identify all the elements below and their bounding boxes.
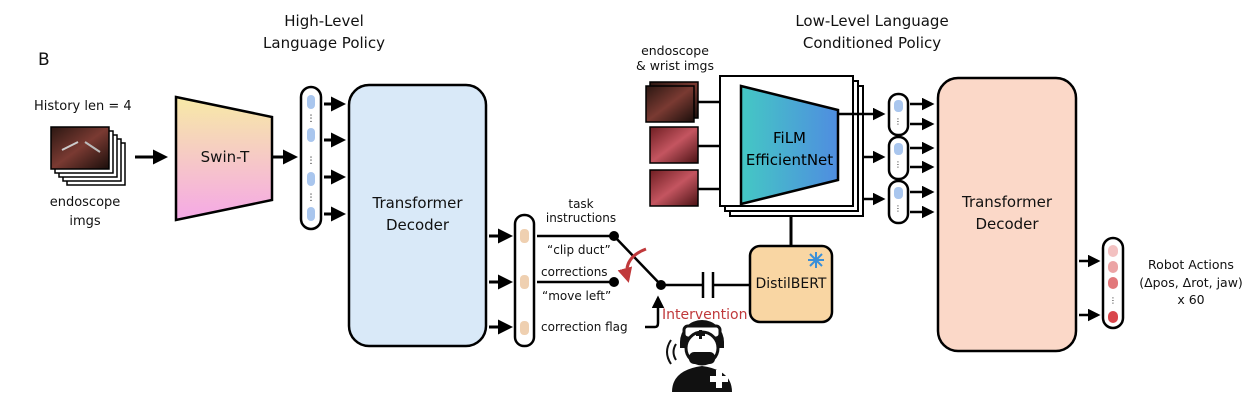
- action-arrows: [1079, 254, 1101, 322]
- svg-text:⋮: ⋮: [894, 160, 902, 169]
- action-token-column: ⋮: [1101, 236, 1125, 330]
- endoscope-image: [50, 126, 110, 170]
- ll-input-label: endoscope & wrist imgs: [630, 43, 720, 73]
- svg-text:⋮: ⋮: [894, 117, 902, 126]
- robot-actions-line1: Robot Actions: [1148, 257, 1234, 272]
- corrections-label: corrections: [541, 265, 608, 279]
- task-instructions-label: task instructions: [540, 197, 622, 226]
- svg-text:⋮: ⋮: [894, 204, 902, 213]
- ll-input-label-line2: & wrist imgs: [635, 58, 715, 73]
- intervention-label: Intervention: [662, 307, 748, 323]
- hl-output-arrows: [489, 228, 513, 335]
- hl-transformer-decoder: [347, 83, 488, 348]
- hl-token-column: ⋮ ⋮ ⋮: [299, 85, 323, 231]
- switch-node-corrections: [609, 277, 619, 287]
- switch-pivot: [656, 280, 666, 290]
- hl-input-label-line2: imgs: [69, 213, 101, 229]
- film-output-arrows: [838, 107, 886, 206]
- ll-title: Low-Level Language Conditioned Policy: [772, 12, 972, 52]
- film-label: FiLM EfficientNet: [741, 128, 838, 172]
- hl-title-line2: Language Policy: [263, 34, 385, 52]
- swin-t-encoder: [174, 95, 274, 222]
- ll-transformer-decoder: [936, 76, 1078, 353]
- ll-input-label-line1: endoscope: [641, 43, 709, 58]
- ll-token-arrows: [910, 97, 935, 219]
- svg-text:⋮: ⋮: [307, 193, 316, 203]
- surgeon-icon: [672, 320, 732, 392]
- hl-input-label-line1: endoscope: [49, 195, 121, 210]
- hl-title: High-Level Language Policy: [244, 12, 404, 52]
- hl-token-arrows: [324, 96, 346, 222]
- snowflake-icon: [808, 252, 824, 268]
- film-efficientnet-stack: [719, 75, 864, 217]
- film-label-line2: EfficientNet: [745, 150, 834, 169]
- hl-decoder-label-line1: Transformer: [372, 194, 463, 212]
- hl-title-line1: High-Level: [284, 12, 364, 30]
- ll-image-inputs: [645, 81, 699, 207]
- hl-output-token-column: [513, 213, 536, 348]
- ll-decoder-label-line2: Decoder: [975, 214, 1039, 233]
- history-len-label: History len = 4: [34, 99, 132, 114]
- switch-wiring: [537, 234, 750, 329]
- task-label-line1: task: [568, 197, 594, 211]
- task-example-label: “clip duct”: [547, 243, 611, 257]
- switch-node-task: [609, 231, 619, 241]
- corrections-example-label: “move left”: [542, 289, 612, 303]
- panel-letter: B: [38, 50, 50, 70]
- film-efficientnet: [739, 84, 840, 206]
- film-label-line1: FiLM: [772, 129, 806, 147]
- svg-text:⋮: ⋮: [307, 156, 316, 166]
- switch-arrow-icon: [617, 247, 647, 283]
- endoscope-image-stack: [50, 126, 126, 186]
- ll-decoder-label-line1: Transformer: [961, 193, 1052, 211]
- ll-title-line2: Conditioned Policy: [802, 34, 942, 52]
- svg-text:⋮: ⋮: [307, 114, 316, 124]
- sound-wave-icon: [666, 339, 677, 365]
- ll-decoder-label: Transformer Decoder: [938, 192, 1076, 236]
- robot-actions-line3: x 60: [1177, 292, 1205, 307]
- hl-decoder-label: Transformer Decoder: [349, 193, 486, 237]
- robot-actions-label: Robot Actions (Δpos, Δrot, jaw) x 60: [1128, 256, 1254, 309]
- robot-actions-line2: (Δpos, Δrot, jaw): [1139, 274, 1243, 290]
- task-label-line2: instructions: [545, 211, 617, 226]
- hl-input-label: endoscope imgs: [40, 195, 130, 229]
- svg-text:⋮: ⋮: [1109, 296, 1117, 305]
- swin-t-label: Swin-T: [200, 148, 250, 166]
- correction-flag-label: correction flag: [541, 320, 628, 334]
- distilbert-label: DistilBERT: [755, 276, 827, 292]
- ll-title-line1: Low-Level Language: [795, 12, 949, 30]
- ll-token-pills: ⋮ ⋮ ⋮: [887, 92, 910, 225]
- hl-decoder-label-line2: Decoder: [385, 215, 450, 234]
